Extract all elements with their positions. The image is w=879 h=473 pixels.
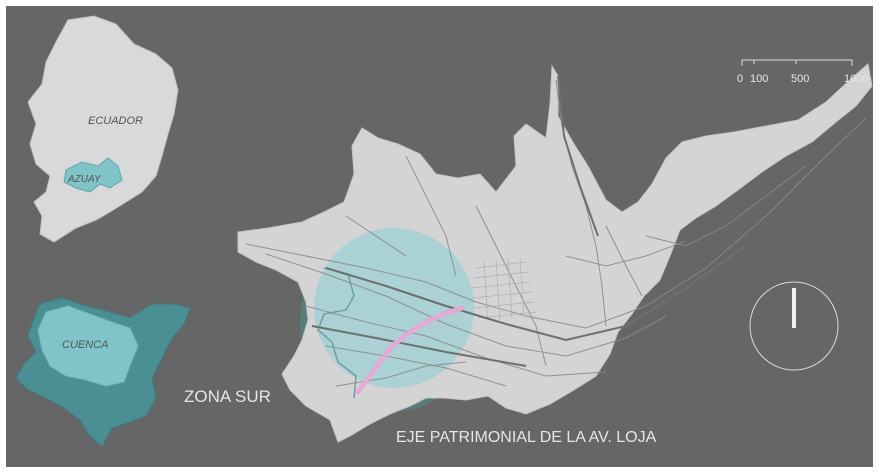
city-map: ZONA SUR EJE PATRIMONIAL DE LA AV. LOJA	[184, 63, 873, 446]
azuay-label: AZUAY	[67, 174, 102, 185]
ecuador-label: ECUADOR	[88, 115, 143, 127]
azuay-province	[63, 157, 123, 193]
map-svg: ECUADOR AZUAY CUENCA	[15, 15, 873, 447]
zona-sur-label: ZONA SUR	[184, 387, 271, 406]
cuenca-inset: CUENCA	[15, 297, 191, 447]
zone-circle	[314, 228, 474, 388]
main-avenues	[311, 75, 747, 367]
street-network	[245, 79, 867, 387]
map-canvas: ECUADOR AZUAY CUENCA	[6, 6, 873, 467]
cuenca-parish	[37, 305, 139, 387]
av-loja-axis	[355, 305, 465, 395]
ecuador-outline	[27, 15, 179, 243]
eje-patrimonial-label: EJE PATRIMONIAL DE LA AV. LOJA	[396, 429, 657, 446]
cuenca-label: CUENCA	[62, 339, 108, 351]
scale-tick-500: 500	[791, 73, 809, 85]
scale-tick-100: 100	[750, 73, 768, 85]
scale-bar-line	[741, 59, 853, 66]
scale-tick-1000: 1000	[844, 73, 868, 85]
city-outline	[237, 63, 873, 443]
historic-center-grid	[471, 257, 537, 323]
scale-bar: 0 100 500 1000	[737, 59, 868, 85]
scale-tick-0: 0	[737, 73, 743, 85]
north-arrow-icon	[749, 281, 839, 371]
ecuador-inset: ECUADOR AZUAY	[27, 15, 179, 243]
west-district	[317, 267, 357, 399]
